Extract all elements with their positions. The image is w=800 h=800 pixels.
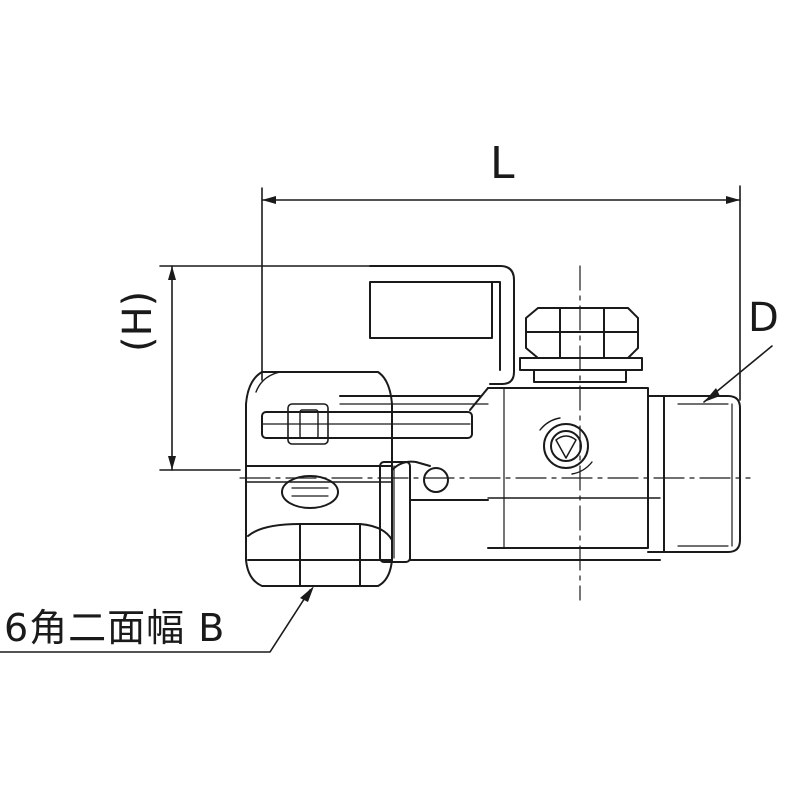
handle-lever [369, 265, 515, 385]
leader-d [703, 345, 773, 403]
dimension-label-d: D [748, 295, 779, 341]
dimension-label-h: (H) [115, 290, 161, 352]
brand-emblem [539, 417, 593, 475]
leader-b [0, 586, 314, 653]
hex-width-callout: 6角二面幅 B [4, 606, 226, 650]
valve-body [469, 387, 741, 553]
left-coupling [245, 371, 489, 587]
hex-nut-top [519, 307, 643, 383]
dimension-h [159, 265, 501, 471]
dimension-label-l: L [490, 138, 515, 189]
inner-pipe [409, 497, 661, 561]
dimension-l [261, 185, 741, 401]
indicator-ball [423, 467, 449, 493]
